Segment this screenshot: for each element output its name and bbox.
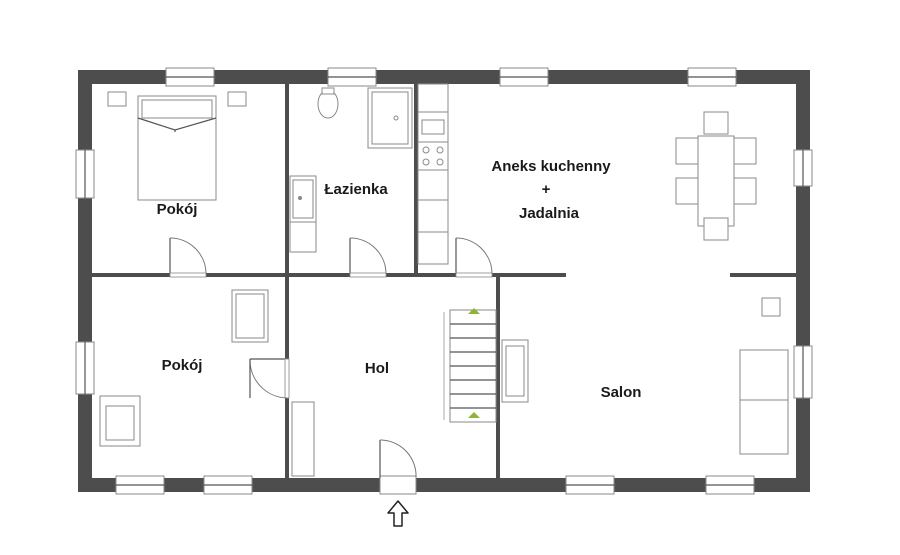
room-label-salon: Salon xyxy=(601,384,642,401)
wall-bottom xyxy=(78,478,810,492)
chair xyxy=(675,177,699,205)
bedroom-top-furniture xyxy=(107,91,247,201)
stair-marker xyxy=(468,308,480,314)
cabinet xyxy=(417,199,449,233)
doors xyxy=(169,237,493,479)
windows xyxy=(75,67,813,495)
chair xyxy=(675,137,699,165)
entrance-gap xyxy=(379,475,417,495)
room-label-kitchen-line2: + xyxy=(542,181,551,198)
nightstand xyxy=(227,91,247,107)
wardrobe xyxy=(291,401,315,477)
bedroom-bottom-furniture xyxy=(99,289,269,447)
staircase xyxy=(443,308,497,423)
fridge xyxy=(417,231,449,265)
cabinet xyxy=(417,83,449,113)
wall-right xyxy=(796,70,810,492)
chair xyxy=(703,217,729,241)
wall-top xyxy=(78,70,810,84)
wall-left xyxy=(78,70,92,492)
room-label-bedroom-bottom: Pokój xyxy=(162,357,203,374)
room-label-kitchen-line3: Jadalnia xyxy=(519,205,580,222)
room-label-bedroom-top: Pokój xyxy=(157,201,198,218)
salon-furniture xyxy=(501,297,789,455)
room-labels: Pokój Łazienka Aneks kuchenny + Jadalnia… xyxy=(157,158,642,401)
bathroom-furniture xyxy=(289,87,413,253)
chair xyxy=(733,137,757,165)
room-label-hall: Hol xyxy=(365,360,389,377)
cabinet xyxy=(417,169,449,201)
chair xyxy=(703,111,729,135)
chair xyxy=(733,177,757,205)
hall-furniture xyxy=(291,308,497,477)
cabinet xyxy=(289,221,317,253)
room-label-kitchen-line1: Aneks kuchenny xyxy=(491,158,611,175)
dining-set xyxy=(675,111,757,241)
stair-marker xyxy=(468,412,480,418)
nightstand xyxy=(107,91,127,107)
side-table xyxy=(761,297,781,317)
kitchen-furniture xyxy=(417,83,449,265)
dining-table xyxy=(697,135,735,227)
up-arrow-icon xyxy=(387,500,409,527)
interior-walls xyxy=(92,84,796,478)
room-label-bathroom: Łazienka xyxy=(324,181,388,198)
stove xyxy=(417,141,449,171)
